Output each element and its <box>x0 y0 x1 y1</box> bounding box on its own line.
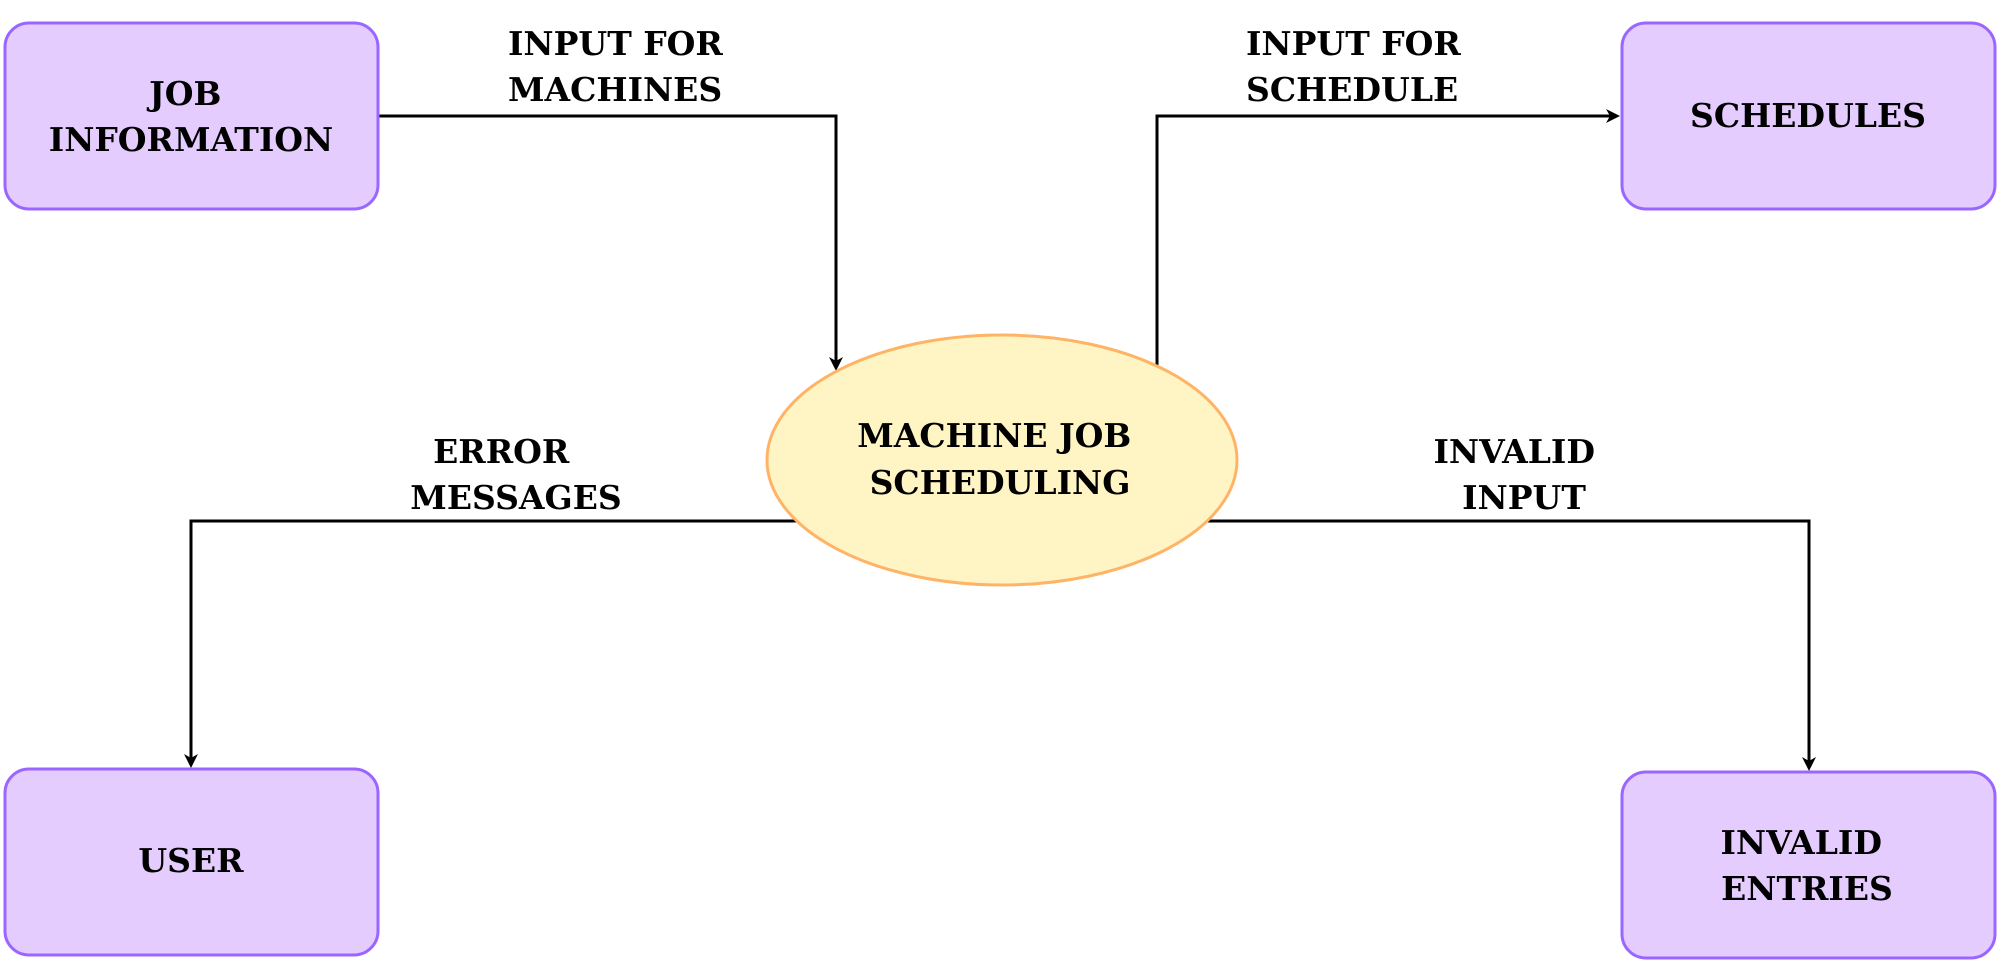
entity-user-label: USER <box>138 841 244 880</box>
edge-input-for-machines-label: INPUT FOR MACHINES <box>508 24 734 109</box>
entity-invalid-entries-box <box>1620 770 1997 960</box>
entity-invalid-entries[interactable]: INVALID ENTRIES <box>1620 770 1997 960</box>
entity-job-information-box <box>3 21 380 211</box>
process-ellipse <box>765 333 1239 587</box>
edge-input-for-schedule-label: INPUT FOR SCHEDULE <box>1246 24 1472 109</box>
entity-job-information-label: JOB INFORMATION <box>49 74 333 159</box>
edge-error-messages-label: ERROR MESSAGES <box>410 432 621 517</box>
edge-invalid-input-line <box>1200 519 1816 771</box>
process-machine-job-scheduling[interactable]: MACHINE JOB SCHEDULING <box>765 333 1239 587</box>
edge-invalid-input-label: INVALID INPUT <box>1433 432 1606 517</box>
entity-schedules[interactable]: SCHEDULES <box>1620 21 1997 211</box>
edge-input-for-machines-line <box>378 114 843 371</box>
entity-user[interactable]: USER <box>3 767 380 957</box>
edge-error-messages-line <box>184 519 800 768</box>
entity-job-information[interactable]: JOB INFORMATION <box>3 21 380 211</box>
process-label: MACHINE JOB SCHEDULING <box>857 416 1143 502</box>
entity-schedules-box <box>1620 21 1997 211</box>
entity-user-box <box>3 767 380 957</box>
entity-invalid-entries-label: INVALID ENTRIES <box>1720 823 1893 908</box>
edge-input-for-schedule-line <box>1155 109 1620 368</box>
entity-schedules-label: SCHEDULES <box>1690 96 1926 135</box>
